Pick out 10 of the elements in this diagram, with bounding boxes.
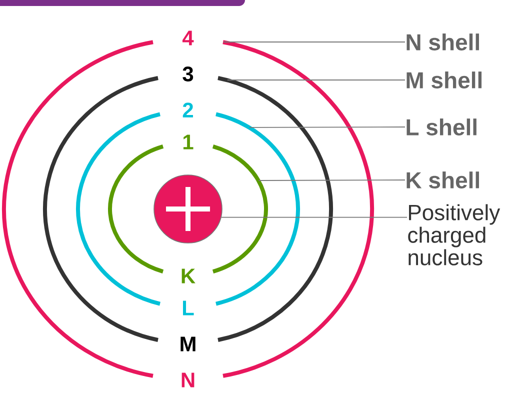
leader-line xyxy=(258,180,406,181)
leader-line xyxy=(249,126,406,128)
shell-label: N shell xyxy=(406,34,479,50)
shell-label: K shell xyxy=(406,172,479,188)
nucleus-circle xyxy=(154,174,222,244)
shell-ring: 1 K xyxy=(108,134,268,284)
nucleus-label: Positively charged nucleus xyxy=(408,204,500,266)
shell-label: M shell xyxy=(406,72,482,88)
leader-line xyxy=(220,216,408,218)
shell-label: L shell xyxy=(406,118,476,136)
